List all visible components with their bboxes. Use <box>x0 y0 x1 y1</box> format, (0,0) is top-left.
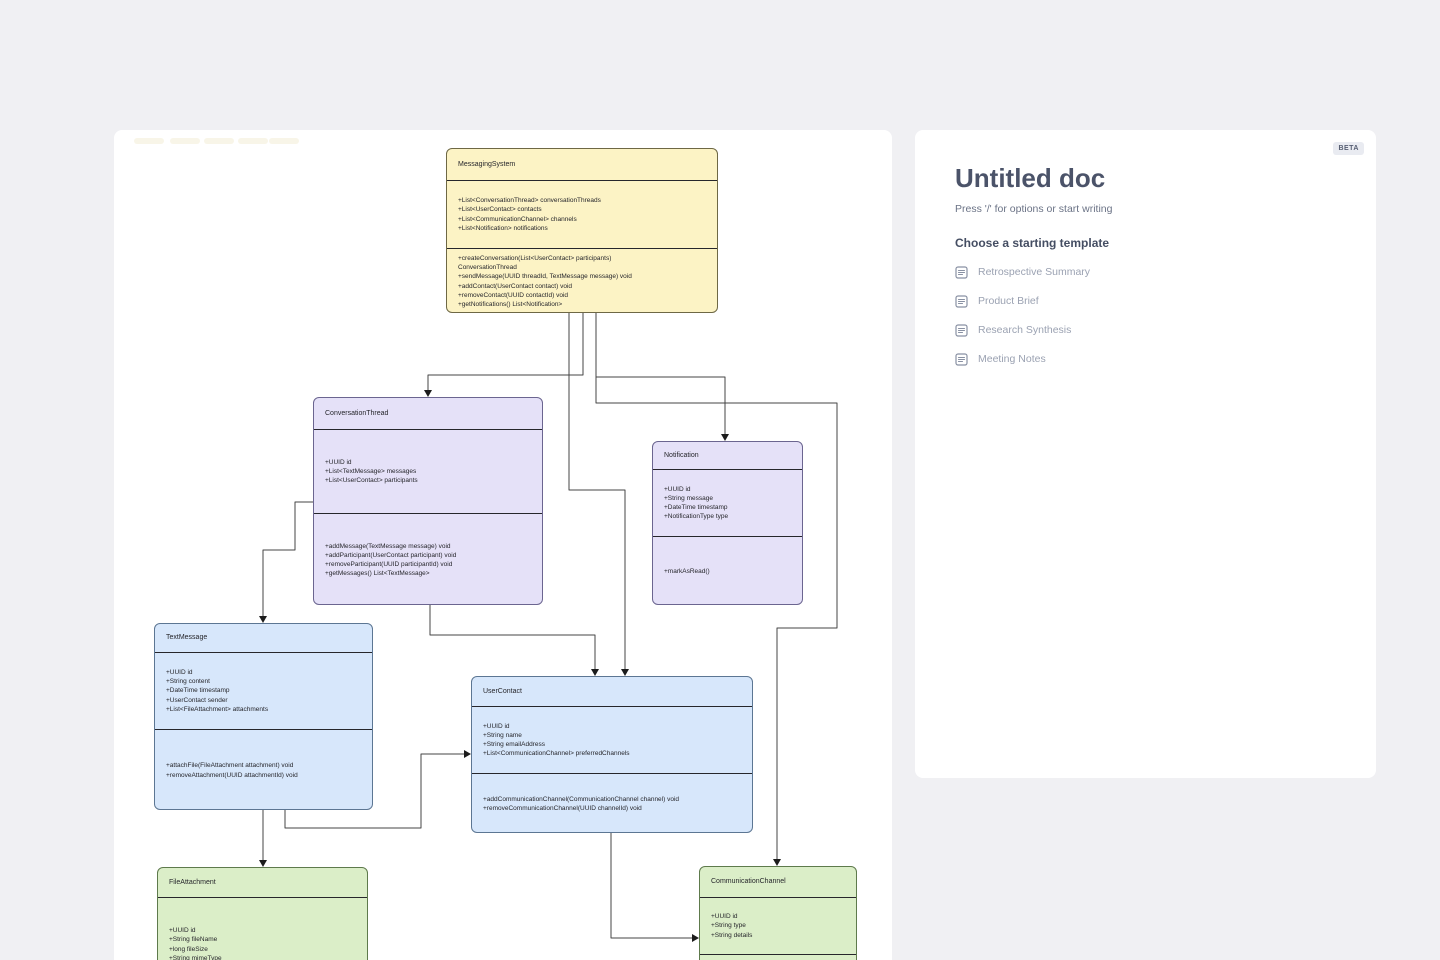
template-item-label: Retrospective Summary <box>978 266 1091 279</box>
connector-usercontact-to-communicationchannel <box>610 833 699 942</box>
arrowhead-icon <box>773 859 781 866</box>
connector-textmessage-to-usercontact <box>284 750 471 829</box>
doc-title[interactable]: Untitled doc <box>955 163 1106 193</box>
faded-shape <box>238 138 268 144</box>
class-methods: +markAsRead() <box>653 536 802 604</box>
connectors-layer <box>259 313 838 942</box>
template-item-product-brief[interactable]: Product Brief <box>955 295 1336 308</box>
doc-panel: BETA Untitled doc Press '/' for options … <box>915 130 1376 778</box>
connector-messagingsystem-to-usercontact <box>568 313 629 676</box>
connector-messagingsystem-to-conversationthread <box>424 313 584 397</box>
class-title: TextMessage <box>166 634 208 642</box>
arrowhead-icon <box>591 669 599 676</box>
class-methods: +addMessage(TextMessage message) void +a… <box>314 513 542 604</box>
arrowhead-icon <box>259 616 267 623</box>
template-item-label: Product Brief <box>978 295 1039 308</box>
arrowhead-icon <box>692 934 699 942</box>
class-methods <box>700 954 856 960</box>
class-title: CommunicationChannel <box>711 878 786 886</box>
class-box-notification[interactable]: Notification +UUID id +String message +Da… <box>652 441 803 605</box>
doc-editor-placeholder[interactable]: Press '/' for options or start writing <box>955 202 1113 215</box>
arrowhead-icon <box>259 860 267 867</box>
template-item-research-synthesis[interactable]: Research Synthesis <box>955 324 1336 337</box>
class-attributes: +UUID id +List<TextMessage> messages +Li… <box>314 429 542 513</box>
beta-badge: BETA <box>1333 142 1364 155</box>
faded-shape <box>269 138 299 144</box>
class-box-conversationthread[interactable]: ConversationThread +UUID id +List<TextMes… <box>313 397 543 605</box>
arrowhead-icon <box>424 390 432 397</box>
connector-conversationthread-to-textmessage <box>259 501 313 623</box>
document-icon <box>955 324 968 337</box>
template-item-label: Research Synthesis <box>978 324 1072 337</box>
arrowhead-icon <box>621 669 629 676</box>
class-attributes: +UUID id +String content +DateTime times… <box>155 652 372 729</box>
class-box-messagingsystem[interactable]: MessagingSystem +List<ConversationThread>… <box>446 148 718 313</box>
connector-textmessage-to-fileattachment <box>259 810 267 867</box>
connector-conversationthread-to-usercontact <box>429 605 599 676</box>
class-box-usercontact[interactable]: UserContact +UUID id +String name +String… <box>471 676 753 833</box>
template-item-retrospective-summary[interactable]: Retrospective Summary <box>955 266 1336 279</box>
document-icon <box>955 295 968 308</box>
templates-heading: Choose a starting template <box>955 235 1110 250</box>
connector-messagingsystem-to-communicationchannel <box>595 313 838 866</box>
class-attributes: +UUID id +String name +String emailAddre… <box>472 706 752 773</box>
class-title: Notification <box>664 451 699 459</box>
class-box-textmessage[interactable]: TextMessage +UUID id +String content +Dat… <box>154 623 373 810</box>
class-attributes: +UUID id +String type +String details <box>700 897 856 954</box>
faded-shape <box>134 138 164 144</box>
class-box-communicationchannel[interactable]: CommunicationChannel +UUID id +String typ… <box>699 866 857 960</box>
class-attributes: +UUID id +String fileName +long fileSize… <box>158 897 367 960</box>
class-methods: +attachFile(FileAttachment attachment) v… <box>155 729 372 809</box>
class-title: UserContact <box>483 687 522 695</box>
faded-shape <box>204 138 234 144</box>
class-box-fileattachment[interactable]: FileAttachment +UUID id +String fileName … <box>157 867 368 960</box>
class-methods: +createConversation(List<UserContact> pa… <box>447 248 717 312</box>
class-title: MessagingSystem <box>458 160 516 168</box>
class-attributes: +List<ConversationThread> conversationTh… <box>447 180 717 248</box>
document-icon <box>955 266 968 279</box>
class-methods: +addCommunicationChannel(CommunicationCh… <box>472 773 752 832</box>
faded-shape <box>170 138 200 144</box>
diagram-canvas[interactable]: MessagingSystem +List<ConversationThread>… <box>114 130 892 960</box>
class-attributes: +UUID id +String message +DateTime times… <box>653 469 802 536</box>
arrowhead-icon <box>721 434 729 441</box>
connector-messagingsystem-to-notification <box>595 313 729 441</box>
arrowhead-icon <box>464 750 471 758</box>
template-item-label: Meeting Notes <box>978 353 1046 366</box>
document-icon <box>955 353 968 366</box>
template-item-meeting-notes[interactable]: Meeting Notes <box>955 353 1336 366</box>
class-title: FileAttachment <box>169 878 216 886</box>
class-title: ConversationThread <box>325 409 389 417</box>
